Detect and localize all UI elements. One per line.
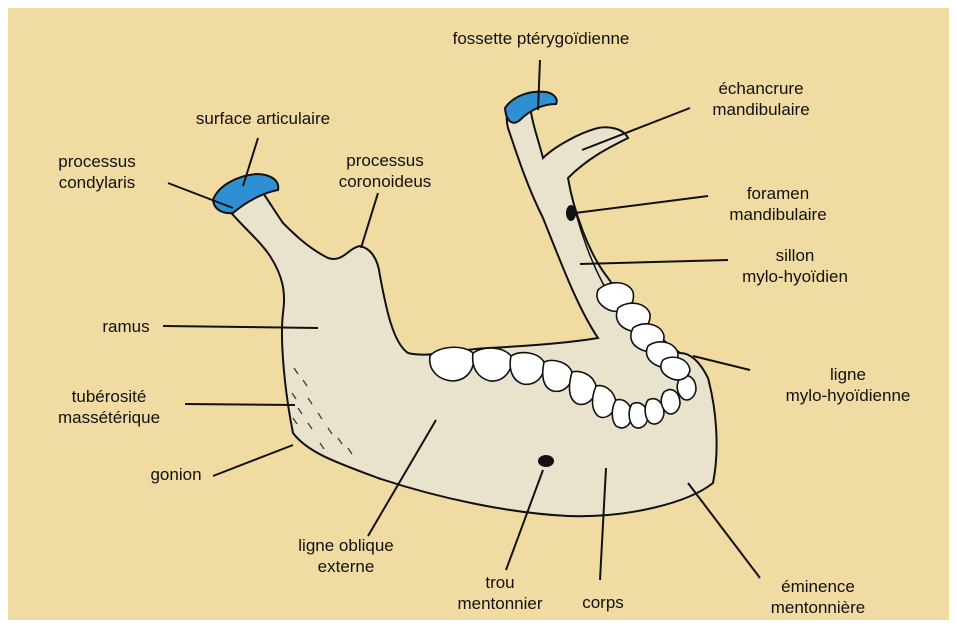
label-fossette-pterygoidienne: fossette ptérygoïdienne	[406, 28, 676, 49]
label-trou-mentonnier: trou mentonnier	[440, 572, 560, 614]
label-tuberosite-masseterique: tubérosité massétérique	[34, 386, 184, 428]
mandible-diagram: fossette ptérygoïdienne surface articula…	[8, 8, 949, 620]
label-ligne-mylo-hyoidienne: ligne mylo-hyoïdienne	[753, 364, 943, 406]
label-surface-articulaire: surface articulaire	[168, 108, 358, 129]
label-corps: corps	[568, 592, 638, 613]
label-sillon-mylo-hyoidien: sillon mylo-hyoïdien	[720, 245, 870, 287]
label-processus-coronoideus: processus coronoideus	[320, 150, 450, 192]
label-foramen-mandibulaire: foramen mandibulaire	[708, 183, 848, 225]
label-echancrure-mandibulaire: échancrure mandibulaire	[686, 78, 836, 120]
mental-foramen	[538, 455, 554, 467]
mandibular-foramen	[566, 205, 576, 221]
label-processus-condylaris: processus condylaris	[42, 151, 152, 193]
label-eminence-mentonniere: éminence mentonnière	[743, 576, 893, 618]
label-ligne-oblique-externe: ligne oblique externe	[276, 535, 416, 577]
label-gonion: gonion	[140, 464, 212, 485]
label-ramus: ramus	[94, 316, 158, 337]
